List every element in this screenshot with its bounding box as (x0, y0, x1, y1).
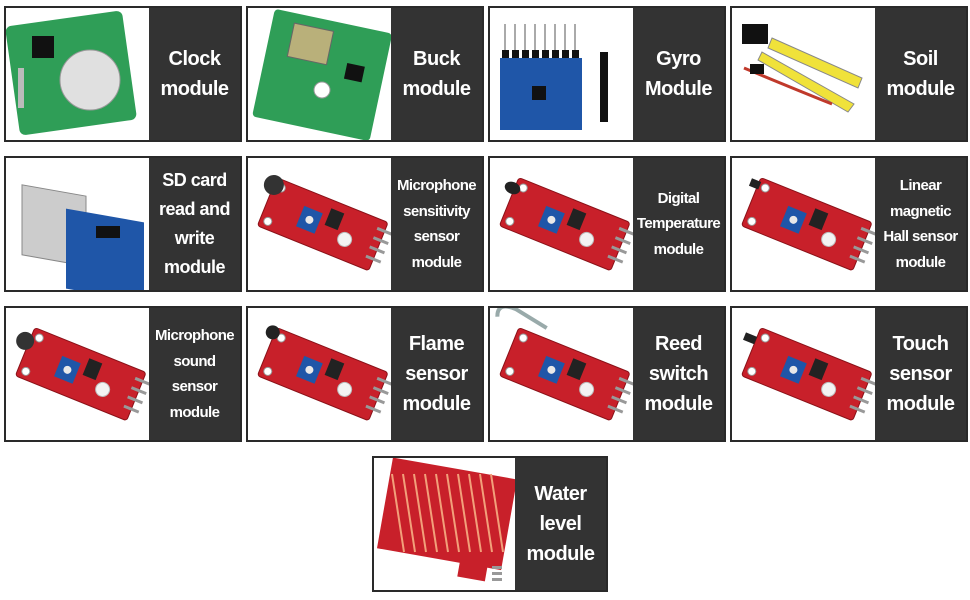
module-card-flame: Flame sensor module (246, 306, 484, 442)
module-label: Clock module (149, 8, 240, 140)
module-label: Microphone sensitivity sensor module (391, 158, 482, 290)
module-label: SD card read and write module (149, 158, 240, 290)
gyro-module-board-icon (490, 8, 637, 140)
module-label: Gyro Module (633, 8, 724, 140)
module-card-buck: Buck module (246, 6, 484, 142)
module-card-touch: Touch sensor module (730, 306, 968, 442)
microphone-sensor-board-icon (248, 158, 395, 290)
module-card-temp: Digital Temperature module (488, 156, 726, 292)
sd-card-board-icon (6, 158, 153, 290)
module-label: Water level module (515, 458, 606, 590)
module-card-water: Water level module (372, 456, 608, 592)
soil-probe-icon (732, 8, 879, 140)
touch-sensor-board-icon (732, 308, 879, 440)
module-card-clock: Clock module (4, 6, 242, 142)
module-label: Touch sensor module (875, 308, 966, 440)
water-level-board-icon (374, 458, 521, 590)
module-card-gyro: Gyro Module (488, 6, 726, 142)
reed-switch-board-icon (490, 308, 637, 440)
module-card-reed: Reed switch module (488, 306, 726, 442)
module-card-soil: Soil module (730, 6, 968, 142)
module-label: Linear magnetic Hall sensor module (875, 158, 966, 290)
module-card-sd: SD card read and write module (4, 156, 242, 292)
module-label: Buck module (391, 8, 482, 140)
module-card-mic-sound: Microphone sound sensor module (4, 306, 242, 442)
hall-sensor-board-icon (732, 158, 879, 290)
clock-module-board-icon (6, 8, 153, 140)
module-label: Digital Temperature module (633, 158, 724, 290)
module-card-hall: Linear magnetic Hall sensor module (730, 156, 968, 292)
buck-converter-board-icon (248, 8, 395, 140)
flame-sensor-board-icon (248, 308, 395, 440)
temperature-sensor-board-icon (490, 158, 637, 290)
sound-sensor-board-icon (6, 308, 153, 440)
module-label: Flame sensor module (391, 308, 482, 440)
module-card-mic-sens: Microphone sensitivity sensor module (246, 156, 484, 292)
module-label: Soil module (875, 8, 966, 140)
module-label: Reed switch module (633, 308, 724, 440)
module-label: Microphone sound sensor module (149, 308, 240, 440)
